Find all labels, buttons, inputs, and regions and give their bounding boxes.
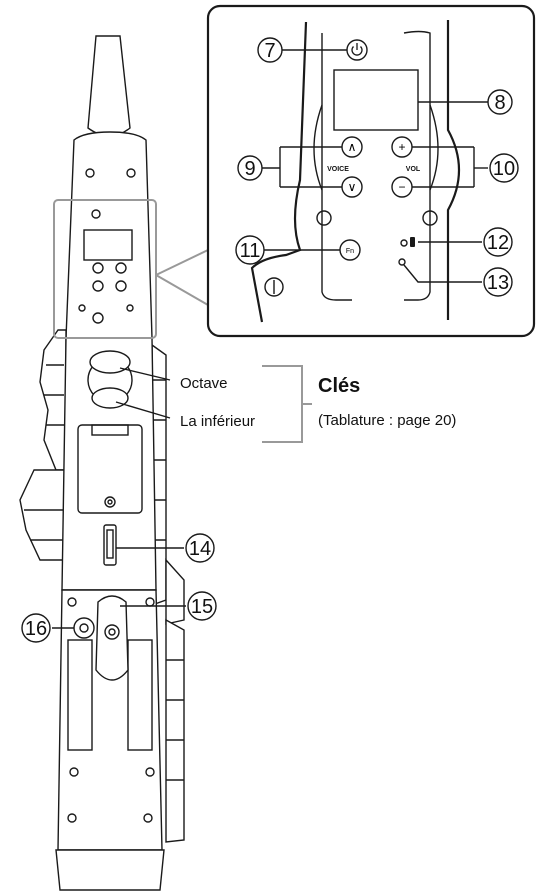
voice-label: VOICE (327, 166, 349, 173)
callout-10: 10 (489, 153, 519, 183)
volume-up-button[interactable]: + (391, 136, 413, 158)
callout-14: 14 (185, 533, 215, 563)
fn-label: Fn (346, 248, 354, 255)
bluetooth-led (398, 258, 406, 266)
voice-down-button[interactable]: ∨ (341, 176, 363, 198)
fn-button[interactable]: Fn (339, 239, 361, 261)
svg-text:10: 10 (493, 158, 515, 180)
battery-icon (410, 237, 415, 247)
voice-up-symbol: ∧ (348, 140, 357, 154)
battery-led (400, 239, 408, 247)
power-button[interactable] (346, 39, 368, 61)
callout-9: 9 (237, 155, 263, 181)
voice-up-button[interactable]: ∧ (341, 136, 363, 158)
svg-text:16: 16 (25, 618, 47, 640)
callout-11: 11 (235, 235, 265, 265)
svg-text:7: 7 (264, 40, 275, 62)
callout-12: 12 (483, 227, 513, 257)
callout-16: 16 (21, 613, 51, 643)
keys-bracket (262, 365, 312, 443)
keys-note: (Tablature : page 20) (318, 412, 456, 429)
octave-label: Octave (180, 375, 228, 392)
svg-text:11: 11 (240, 240, 261, 262)
svg-text:14: 14 (189, 538, 211, 560)
callout-15: 15 (187, 591, 217, 621)
zoom-panel (206, 4, 536, 338)
zoom-frame (53, 199, 157, 339)
svg-text:9: 9 (244, 158, 255, 180)
svg-text:15: 15 (191, 596, 213, 618)
svg-text:8: 8 (494, 92, 505, 114)
callout-8: 8 (487, 89, 513, 115)
volume-label: VOL (406, 166, 421, 173)
display-screen (333, 69, 419, 131)
volume-down-button[interactable]: − (391, 176, 413, 198)
svg-text:12: 12 (487, 232, 509, 254)
zoom-connector (155, 249, 209, 306)
volume-down-symbol: − (398, 180, 405, 194)
callout-7: 7 (257, 37, 283, 63)
power-icon (351, 43, 363, 56)
instrument-body (19, 35, 185, 891)
volume-up-symbol: + (398, 140, 405, 154)
keys-title: Clés (318, 375, 360, 397)
svg-text:13: 13 (487, 272, 509, 294)
callout-13: 13 (483, 267, 513, 297)
low-la-label: La inférieur (180, 413, 255, 430)
zoom-panel-body (250, 20, 461, 323)
voice-down-symbol: ∨ (348, 180, 357, 194)
